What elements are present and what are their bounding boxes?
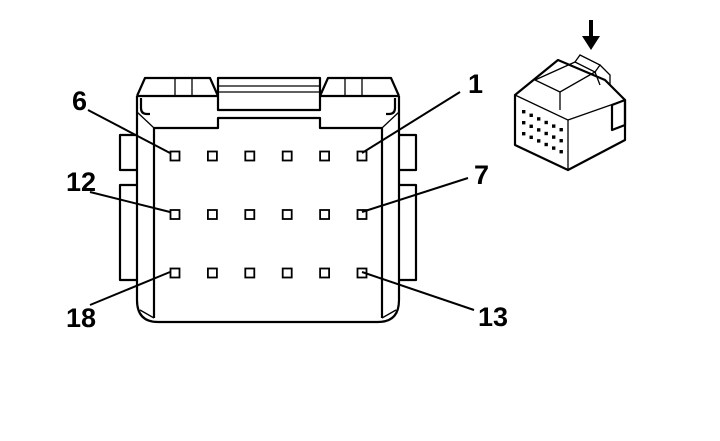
pin-cavity	[319, 267, 331, 279]
label-pin-18: 18	[66, 303, 96, 333]
pin-cavity	[356, 150, 368, 162]
isometric-pin	[559, 150, 563, 154]
isometric-pin	[522, 132, 526, 136]
isometric-pin	[529, 113, 533, 117]
pin-labels: 6 1 12 7 18 13	[66, 69, 508, 333]
label-pin-1: 1	[468, 69, 483, 99]
leader-pin-7	[361, 177, 469, 213]
pin-cavity	[319, 150, 331, 162]
label-pin-12: 12	[66, 167, 96, 197]
pin-cavity	[356, 209, 368, 220]
pin-grid	[169, 150, 368, 279]
pin-cavity	[281, 209, 293, 220]
pin-cavity	[244, 209, 256, 220]
connector-face	[118, 76, 418, 324]
isometric-pin	[544, 131, 548, 136]
isometric-pin	[552, 124, 556, 128]
label-pin-7: 7	[474, 160, 489, 190]
leader-pin-1	[361, 91, 461, 154]
isometric-pin	[544, 142, 548, 147]
pin-cavity	[169, 150, 181, 162]
pin-cavity	[244, 150, 256, 162]
isometric-pin	[529, 124, 533, 128]
isometric-pin-grid	[522, 110, 563, 154]
isometric-pin	[522, 110, 526, 114]
isometric-pin	[544, 120, 548, 125]
isometric-pin	[522, 121, 526, 125]
pin-cavity	[281, 150, 293, 162]
pin-cavity	[169, 267, 181, 279]
pin-cavity	[206, 209, 218, 220]
leader-pin-18	[89, 271, 171, 306]
isometric-pin	[559, 128, 563, 132]
arrow-down-icon	[582, 20, 600, 50]
isometric-pin	[559, 139, 563, 143]
pin-cavity	[206, 150, 218, 162]
isometric-pin	[552, 135, 556, 139]
leader-pin-12	[89, 191, 171, 213]
leader-lines	[87, 91, 475, 311]
label-pin-13: 13	[478, 302, 508, 332]
isometric-pin	[529, 135, 533, 139]
connector-isometric-thumbnail	[513, 20, 627, 172]
pin-cavity	[281, 267, 293, 279]
pin-cavity	[169, 209, 181, 220]
label-pin-6: 6	[72, 86, 87, 116]
pin-cavity	[319, 209, 331, 220]
isometric-pin	[537, 117, 541, 121]
isometric-pin	[537, 128, 541, 132]
leader-pin-6	[87, 109, 171, 154]
leader-pin-13	[361, 271, 475, 311]
pin-cavity	[244, 267, 256, 279]
isometric-pin	[537, 139, 541, 143]
isometric-pin	[552, 146, 556, 150]
pin-cavity	[206, 267, 218, 279]
